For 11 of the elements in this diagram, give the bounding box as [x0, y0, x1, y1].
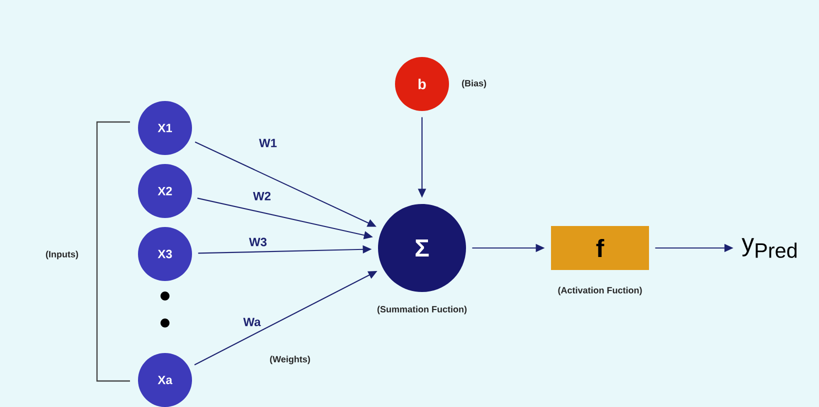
- node-caption: (Bias): [462, 80, 486, 88]
- activation-box: f: [551, 226, 649, 270]
- output-label: y$_{Pred}$: [742, 238, 797, 258]
- edge-label: W2: [253, 192, 271, 200]
- annotation: (Weights): [270, 356, 310, 364]
- node-caption: (Summation Fuction): [377, 306, 467, 314]
- edge-label: W1: [259, 138, 277, 148]
- node-caption: (Activation Fuction): [558, 286, 642, 296]
- edge-label: Wa: [243, 318, 261, 326]
- edge-label: W3: [249, 238, 267, 246]
- annotation: (Inputs): [46, 250, 78, 260]
